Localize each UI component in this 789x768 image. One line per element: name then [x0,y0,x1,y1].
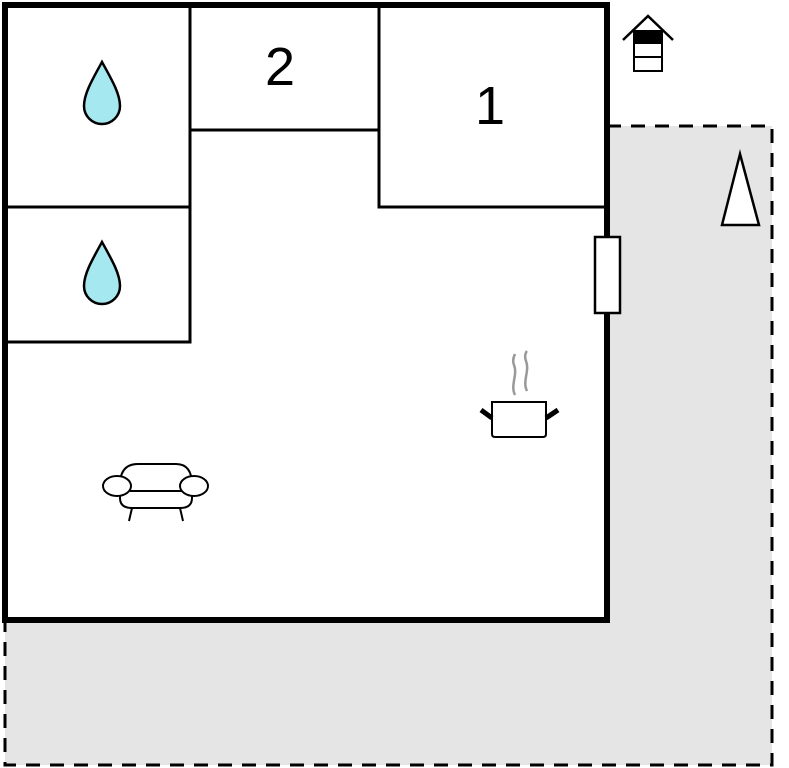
window-icon [593,235,622,315]
stairs-up-icon [622,14,674,72]
bathroom-drop-icon [82,59,122,126]
sofa-icon [102,463,209,522]
room-label-2: 2 [265,37,295,97]
bathroom-drop-icon [82,239,122,306]
room-label-1: 1 [475,76,505,136]
cooking-pot-icon [479,350,560,438]
parasol-icon [720,149,761,227]
